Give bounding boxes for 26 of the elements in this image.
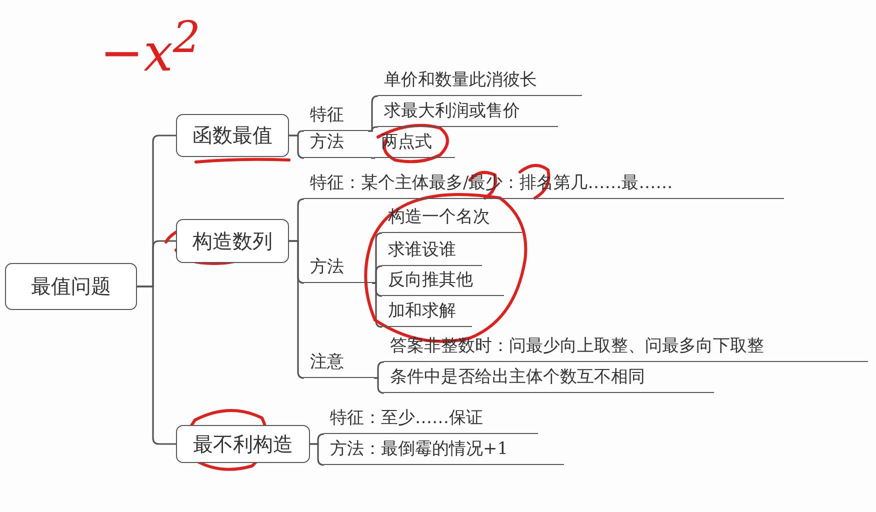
branch-label: 特征：至少……保证 xyxy=(324,405,538,434)
branch-label: 方法：最倒霉的情况+1 xyxy=(324,436,564,465)
connector-line xyxy=(374,377,385,394)
branch-label: 注意 xyxy=(304,349,374,378)
branch-label: 特征 xyxy=(304,102,368,131)
branch-label: 答案非整数时：问最少向上取整、问最多向下取整 xyxy=(384,333,868,362)
branch-label: 求最大利润或售价 xyxy=(378,98,558,127)
topic-box: 最值问题 xyxy=(5,263,137,310)
topic-box: 构造数列 xyxy=(176,219,289,263)
branch-label: 方法 xyxy=(304,129,371,158)
handwritten-note: −x$^{2}$ xyxy=(100,12,200,84)
branch-label: 加和求解 xyxy=(382,298,472,327)
connector-line xyxy=(137,286,176,445)
connector-line xyxy=(368,126,378,132)
branch-label: 条件中是否给出主体个数互不相同 xyxy=(384,364,714,393)
branch-label: 反向推其他 xyxy=(382,267,504,296)
branch-label: 求谁设谁 xyxy=(382,237,482,266)
connector-line xyxy=(289,134,305,159)
connector-line xyxy=(374,361,385,379)
branch-label: 单价和数量此消彼长 xyxy=(378,67,582,96)
branch-label: 方法 xyxy=(304,254,372,283)
topic-box: 函数最值 xyxy=(176,114,289,157)
branch-label: 构造一个名次 xyxy=(382,204,522,233)
topic-box: 最不利构造 xyxy=(176,425,310,463)
connector-line xyxy=(371,157,375,159)
connector-line xyxy=(372,265,383,284)
